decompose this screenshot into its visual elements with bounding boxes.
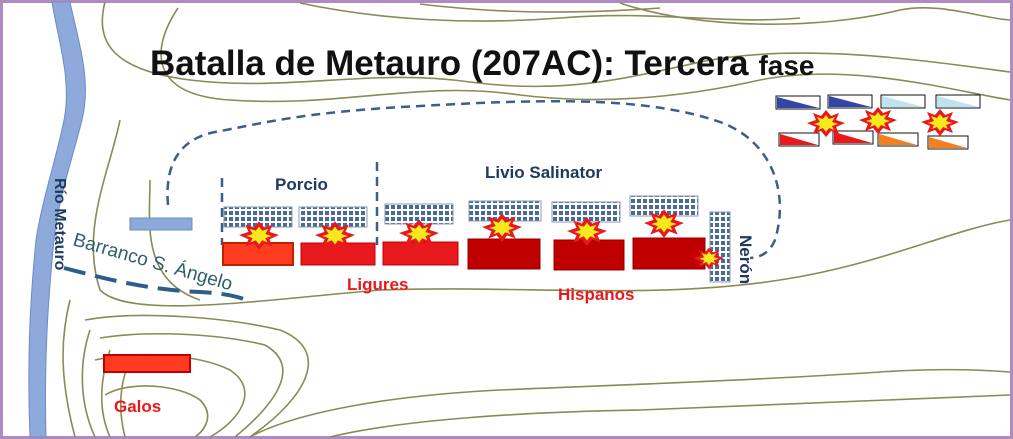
ravine-path <box>63 266 252 304</box>
carthaginian-cavalry-2 <box>832 130 874 145</box>
unit-galos <box>103 354 191 373</box>
roman-reserve <box>129 217 193 231</box>
roman-cavalry-1 <box>775 95 821 110</box>
title-suffix: fase <box>758 50 814 81</box>
carthaginian-line <box>103 237 706 373</box>
ligures-label: Ligures <box>347 275 408 294</box>
unit-ligures-2 <box>300 242 376 266</box>
carthaginian-cavalry-3 <box>877 132 919 147</box>
unit-hispanos-3 <box>632 237 706 270</box>
livio-label: Livio Salinator <box>485 163 603 182</box>
porcio-label: Porcio <box>275 175 328 194</box>
galos-label: Galos <box>114 397 161 416</box>
carthaginian-cavalry-4 <box>927 135 969 150</box>
legion-neron <box>709 211 731 283</box>
roman-cavalry-2 <box>827 94 873 109</box>
roman-cavalry-3 <box>880 94 926 109</box>
river-label: Río Metauro <box>51 178 68 271</box>
title-main: Batalla de Metauro (207AC): Tercera <box>150 44 749 83</box>
river <box>28 1 86 438</box>
unit-hispanos-1 <box>467 238 541 270</box>
flanking-route <box>166 99 782 260</box>
map-title: Batalla de Metauro (207AC): Tercera fase <box>150 44 814 83</box>
skirmish-cluster <box>775 94 981 150</box>
carthaginian-cavalry-1 <box>778 132 820 147</box>
roman-cavalry-4 <box>935 94 981 109</box>
neron-label: Nerón <box>736 235 755 284</box>
hispanos-label: Hispanos <box>558 285 635 304</box>
unit-hispanos-2 <box>553 239 625 271</box>
